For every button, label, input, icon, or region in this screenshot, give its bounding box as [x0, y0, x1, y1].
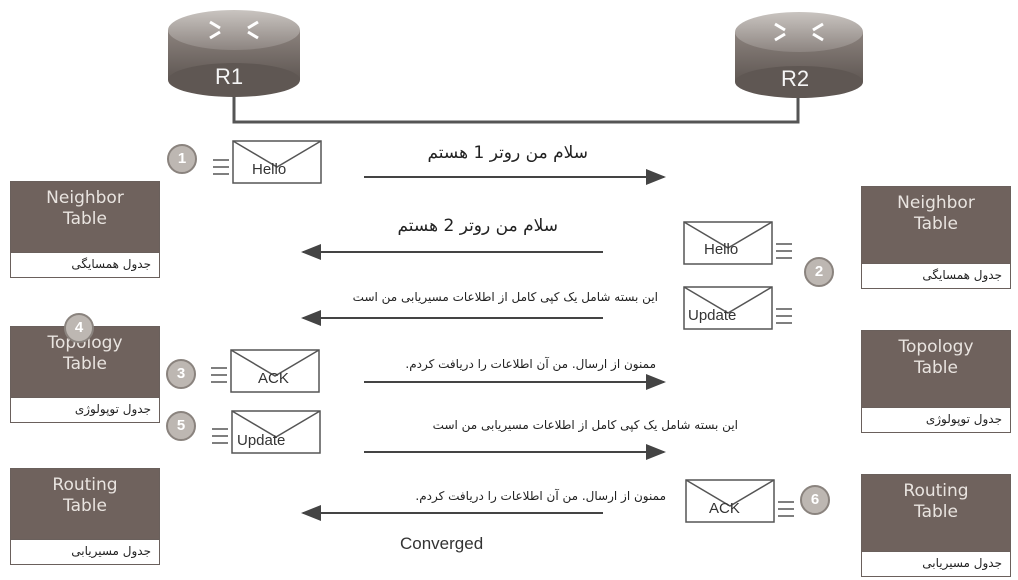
step-2-badge: 2	[804, 257, 834, 287]
envelope-icon-step1	[213, 140, 322, 184]
table-title-line1: Routing	[903, 481, 969, 501]
envelope-icon-step5	[212, 410, 321, 454]
step-1-badge: 1	[167, 144, 197, 174]
table-subtitle: جدول توپولوژی	[862, 407, 1010, 432]
converged-label: Converged	[400, 534, 484, 553]
message-step2-update: این بسته شامل یک کپی کامل از اطلاعات مسی…	[352, 290, 658, 304]
table-title-line1: Neighbor	[897, 193, 975, 213]
step-3-badge: 3	[166, 359, 196, 389]
table-title: Neighbor Table	[862, 187, 1010, 263]
table-title-line2: Table	[63, 209, 107, 229]
right-topology-table: Topology Table جدول توپولوژی	[861, 330, 1011, 433]
table-title-line2: Table	[914, 214, 958, 234]
router-r2-label: R2	[781, 66, 810, 91]
table-title-line1: Routing	[52, 475, 118, 495]
table-title: Routing Table	[11, 469, 159, 539]
left-routing-table: Routing Table جدول مسیریابی	[10, 468, 160, 565]
message-step3: ممنون از ارسال. من آن اطلاعات را دریافت …	[405, 357, 656, 371]
table-title-line2: Table	[914, 358, 958, 378]
table-subtitle: جدول مسیریابی	[11, 539, 159, 564]
packet-label-step2-hello: Hello	[704, 241, 739, 258]
right-routing-table: Routing Table جدول مسیریابی	[861, 474, 1011, 577]
packet-label-step6: ACK	[709, 500, 740, 517]
table-subtitle: جدول مسیریابی	[862, 551, 1010, 576]
table-subtitle: جدول توپولوژی	[11, 397, 159, 422]
router-r1-label: R1	[215, 64, 244, 89]
step-6-badge: 6	[800, 485, 830, 515]
table-subtitle: جدول همسایگی	[862, 263, 1010, 288]
table-title-line2: Table	[63, 496, 107, 516]
table-subtitle: جدول همسایگی	[11, 252, 159, 277]
table-title: Topology Table	[862, 331, 1010, 407]
envelope-icon-step2-update	[683, 286, 792, 330]
step-5-badge: 5	[166, 411, 196, 441]
table-title: Routing Table	[862, 475, 1010, 551]
packet-label-step2-update: Update	[688, 307, 737, 324]
table-title-line1: Topology	[898, 337, 974, 357]
table-title-line1: Topology	[47, 333, 123, 353]
message-step2-hello: سلام من روتر 2 هستم	[397, 216, 558, 236]
table-title-line1: Neighbor	[46, 188, 124, 208]
router-link	[232, 95, 800, 124]
envelope-icon-step2-hello	[683, 221, 792, 265]
packet-label-step1: Hello	[252, 161, 287, 178]
envelope-icon-step6	[685, 479, 794, 523]
table-title-line2: Table	[914, 502, 958, 522]
message-step5: این بسته شامل یک کپی کامل از اطلاعات مسی…	[432, 418, 738, 432]
envelope-icon-step3	[211, 349, 320, 393]
table-title-line2: Table	[63, 354, 107, 374]
step-4-badge: 4	[64, 313, 94, 343]
router-r1-icon	[168, 10, 300, 97]
right-neighbor-table: Neighbor Table جدول همسایگی	[861, 186, 1011, 289]
packet-label-step3: ACK	[258, 370, 289, 387]
message-step6: ممنون از ارسال. من آن اطلاعات را دریافت …	[415, 489, 666, 503]
table-title: Neighbor Table	[11, 182, 159, 252]
left-neighbor-table: Neighbor Table جدول همسایگی	[10, 181, 160, 278]
message-step1: سلام من روتر 1 هستم	[427, 143, 588, 163]
router-r2-icon	[735, 12, 863, 98]
packet-label-step5: Update	[237, 432, 286, 449]
